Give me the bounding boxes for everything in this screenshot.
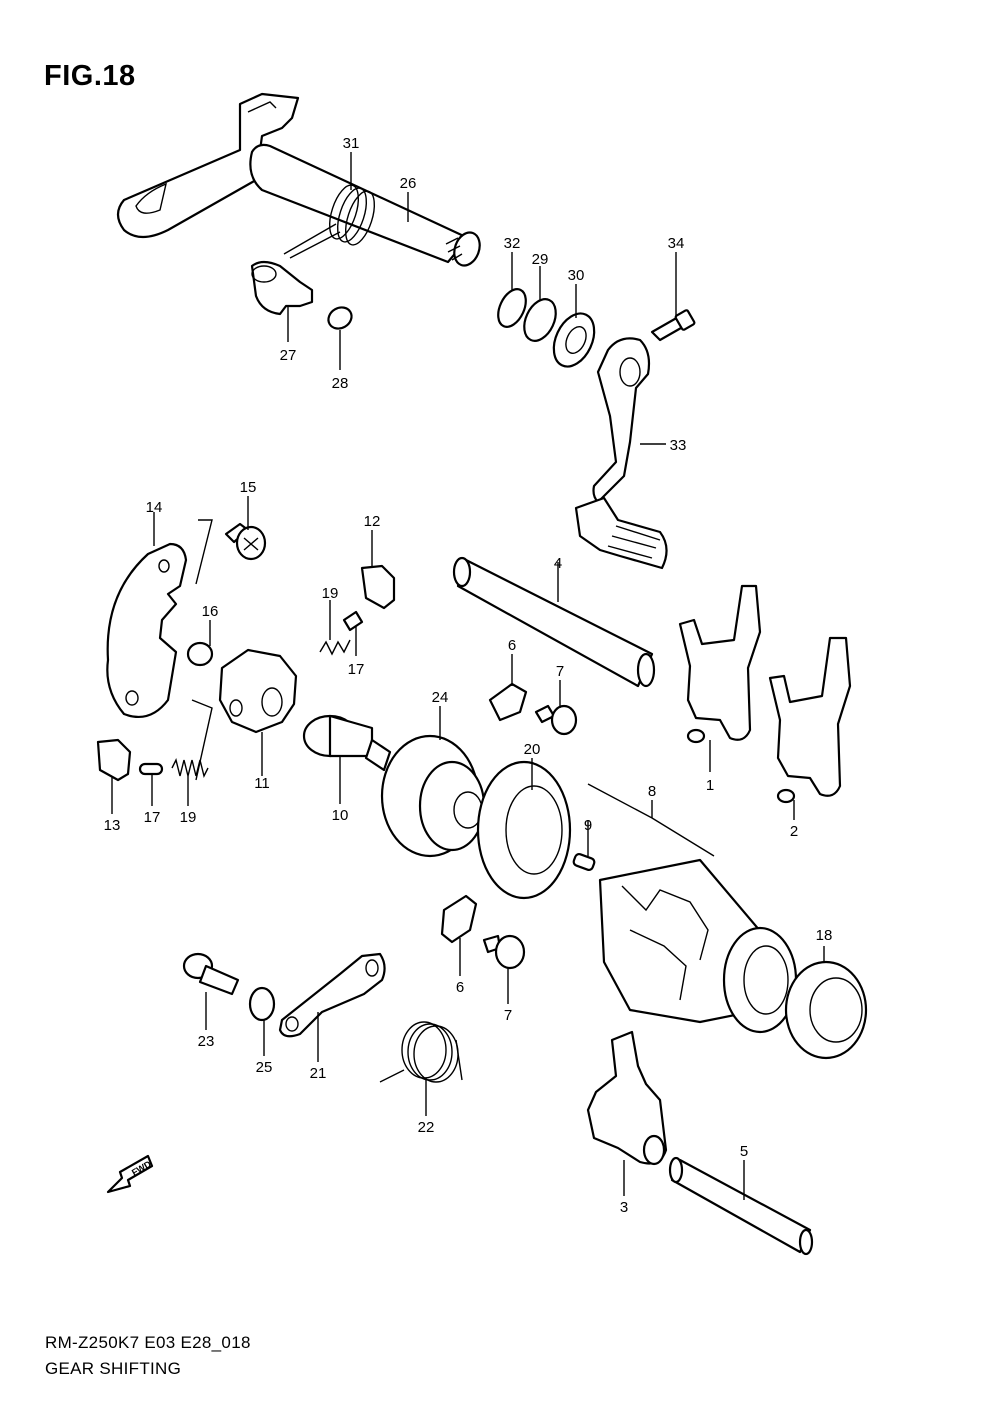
washer-part <box>327 306 353 330</box>
callout-6-lower: 6 <box>456 979 464 996</box>
gearshift-shaft-part <box>116 92 481 267</box>
bearing-part <box>476 760 572 900</box>
callout-34: 34 <box>668 235 685 252</box>
return-spring-part <box>283 184 376 259</box>
shift-fork-1-part <box>678 584 762 744</box>
callout-labels: 1 2 3 4 5 6 6 7 7 8 9 10 11 12 13 14 15 … <box>104 135 833 1216</box>
pedal-bolt-part <box>650 309 696 342</box>
pin-17-lower-part <box>138 762 164 776</box>
callout-9: 9 <box>584 817 592 834</box>
pawl-13-part <box>96 738 132 782</box>
callout-30: 30 <box>568 267 585 284</box>
callout-4: 4 <box>554 555 562 572</box>
callout-23: 23 <box>198 1033 215 1050</box>
callout-12: 12 <box>364 513 381 530</box>
pawl-part <box>360 564 396 610</box>
screw-7-lower-part <box>482 934 526 970</box>
callout-21: 21 <box>310 1065 327 1082</box>
shift-fork-3-part <box>586 1030 668 1166</box>
torsion-spring-part <box>379 1021 463 1083</box>
callout-10: 10 <box>332 807 349 824</box>
callout-26: 26 <box>400 175 417 192</box>
gearshift-pedal-part <box>574 337 668 570</box>
washer-16-part <box>186 641 214 667</box>
callout-25: 25 <box>256 1059 273 1076</box>
section-name: GEAR SHIFTING <box>45 1359 182 1378</box>
callout-22: 22 <box>418 1119 435 1136</box>
pin-9-part <box>572 852 596 872</box>
fork-shaft-5-part <box>668 1156 814 1256</box>
callout-7-lower: 7 <box>504 1007 512 1024</box>
pin-17-upper-part <box>342 610 364 632</box>
callout-17-lower: 17 <box>144 809 161 826</box>
callout-15: 15 <box>240 479 257 496</box>
callout-33: 33 <box>670 437 687 454</box>
callout-16: 16 <box>202 603 219 620</box>
washer-29-part <box>523 298 557 342</box>
callout-11: 11 <box>254 775 270 792</box>
cam-stopper-arm-part <box>278 952 386 1038</box>
stopper-plate-part <box>106 542 188 718</box>
shift-fork-2-part <box>768 636 852 804</box>
callout-20: 20 <box>524 741 541 758</box>
callout-5: 5 <box>740 1143 748 1160</box>
callout-29: 29 <box>532 251 549 268</box>
spring-19-upper-part <box>319 639 351 656</box>
needle-bearing-part <box>784 960 868 1060</box>
callout-18: 18 <box>816 927 833 944</box>
callout-19-lower: 19 <box>180 809 197 826</box>
circlip-part <box>497 288 527 328</box>
callout-8: 8 <box>648 783 656 800</box>
callout-17-upper: 17 <box>348 661 365 678</box>
plate-6-upper-part <box>488 682 528 722</box>
callout-27: 27 <box>280 347 297 364</box>
figure-title: FIG.18 <box>44 60 136 92</box>
bolt-23-part <box>182 952 240 996</box>
callout-6-upper: 6 <box>508 637 516 654</box>
callout-28: 28 <box>332 375 349 392</box>
washer-25-part <box>248 986 276 1022</box>
callout-7-upper: 7 <box>556 663 564 680</box>
callout-1: 1 <box>706 777 714 794</box>
callout-3: 3 <box>620 1199 628 1216</box>
callout-13: 13 <box>104 817 121 834</box>
gearshift-cam-part <box>598 858 798 1034</box>
stopper-screw-part <box>224 522 267 561</box>
shaft-bolt-part <box>250 260 314 316</box>
callout-31: 31 <box>343 135 360 152</box>
callout-19-upper: 19 <box>322 585 339 602</box>
cam-driven-gear-part <box>380 734 486 858</box>
fork-shaft-4-part <box>452 556 656 688</box>
callout-14: 14 <box>146 499 163 516</box>
callout-32: 32 <box>504 235 521 252</box>
gear-shift-cam-bolt-part <box>302 714 392 772</box>
spring-19-lower-part <box>171 757 209 779</box>
leader-lines <box>111 152 825 1200</box>
oil-seal-part <box>552 312 596 368</box>
callout-24: 24 <box>432 689 449 706</box>
cam-stopper-part <box>218 648 298 734</box>
fwd-arrow-icon: FWD <box>106 1154 153 1194</box>
model-code: RM-Z250K7 E03 E28_018 <box>45 1333 251 1352</box>
plate-6-lower-part <box>440 894 478 944</box>
callout-2: 2 <box>790 823 798 840</box>
screw-7-upper-part <box>534 704 578 736</box>
